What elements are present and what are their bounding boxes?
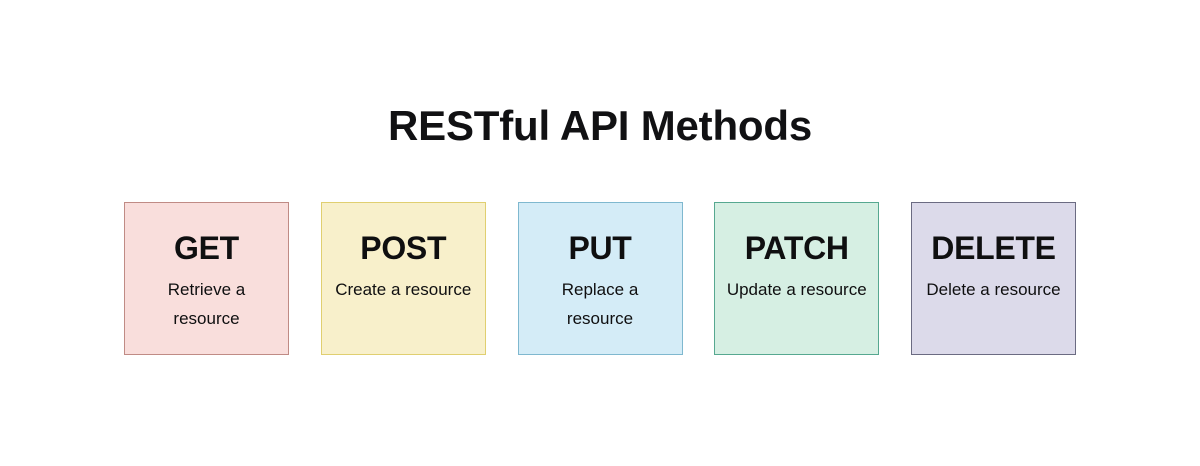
method-name-post: POST: [360, 230, 447, 266]
method-card-delete[interactable]: DELETE Delete a resource: [911, 202, 1076, 355]
method-description-delete: Delete a resource: [926, 280, 1061, 299]
page-title: RESTful API Methods: [388, 102, 812, 150]
method-name-put: PUT: [568, 230, 632, 266]
method-description-get: Retrieve a resource: [167, 280, 246, 328]
method-description-patch: Update a resource: [726, 280, 867, 299]
method-name-get: GET: [174, 230, 239, 266]
method-cards-row: GET Retrieve a resource POST Create a re…: [124, 202, 1076, 355]
method-card-patch[interactable]: PATCH Update a resource: [714, 202, 880, 355]
method-name-patch: PATCH: [744, 230, 849, 266]
method-description-post: Create a resource: [335, 280, 472, 299]
method-card-get[interactable]: GET Retrieve a resource: [124, 202, 289, 355]
method-card-post[interactable]: POST Create a resource: [320, 202, 486, 355]
method-description-put: Replace a resource: [561, 280, 639, 328]
method-card-put[interactable]: PUT Replace a resource: [517, 202, 683, 355]
method-name-delete: DELETE: [931, 230, 1056, 266]
